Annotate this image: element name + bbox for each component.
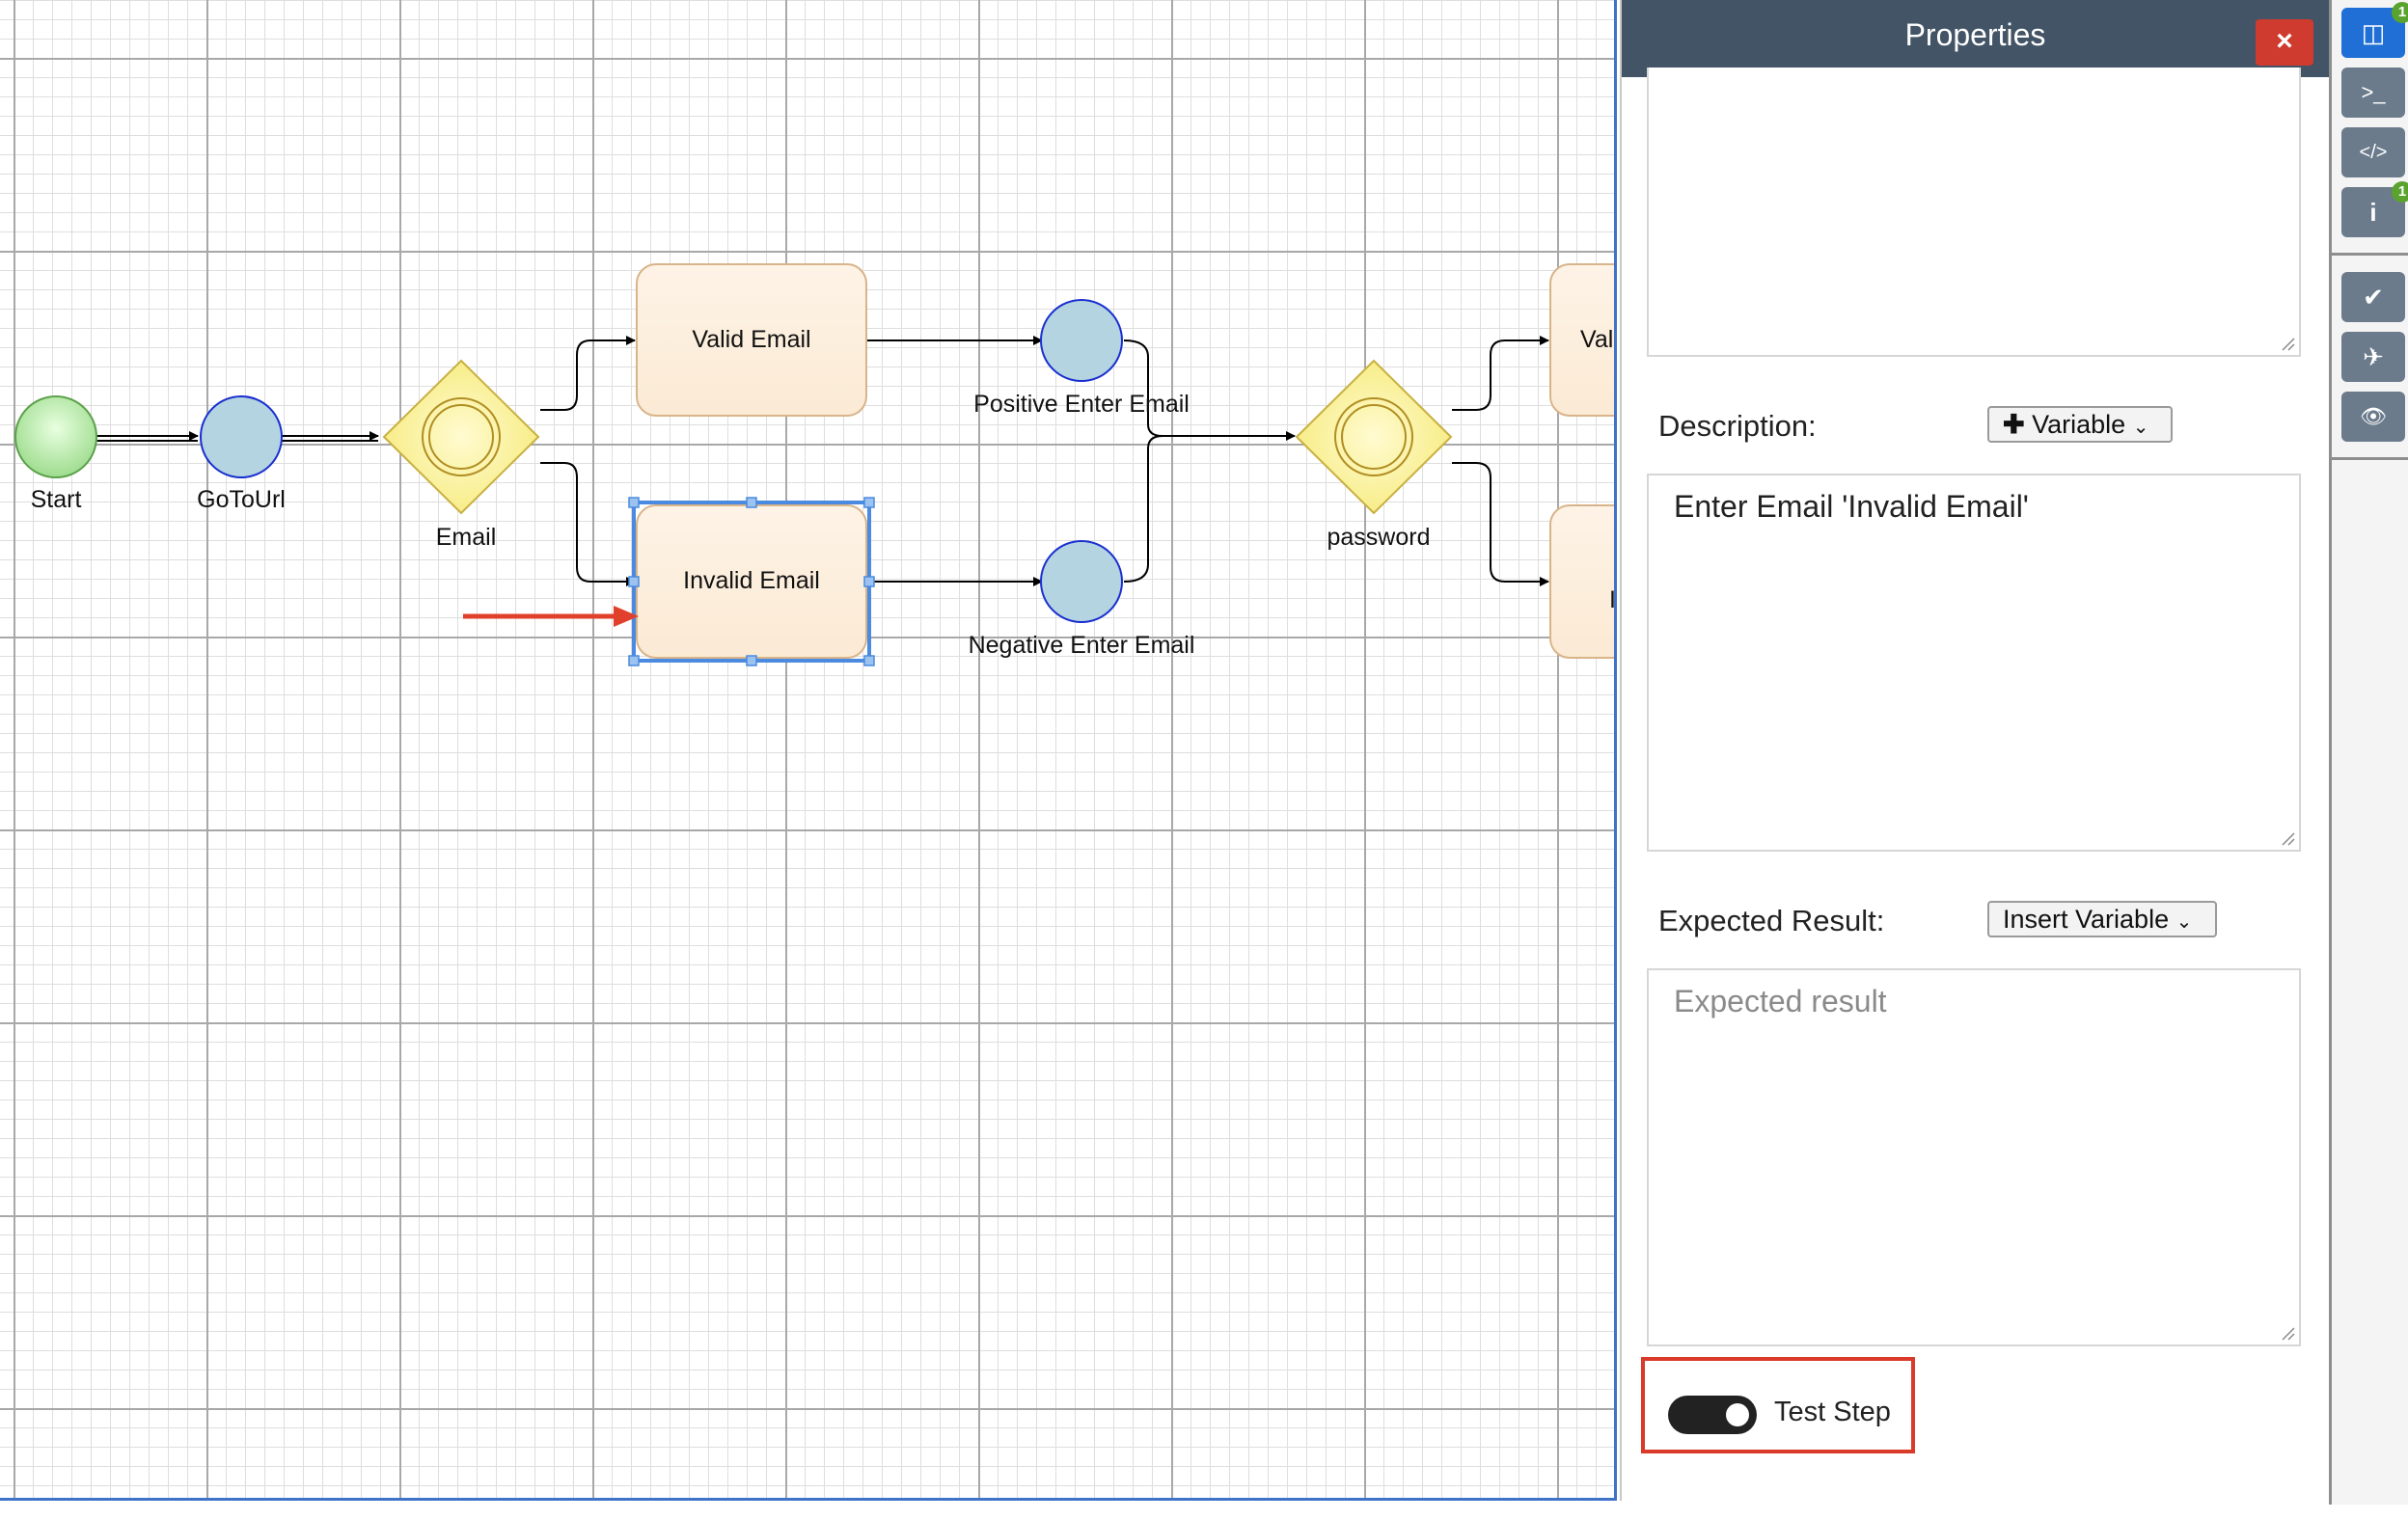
email-gateway[interactable]: Email bbox=[382, 359, 540, 551]
valid-password-label: Val bbox=[1580, 326, 1613, 353]
pointer-arrow bbox=[463, 606, 639, 627]
toolbar-separator bbox=[2332, 253, 2408, 256]
previous-textarea[interactable] bbox=[1647, 68, 2301, 357]
description-label: Description: bbox=[1658, 409, 1817, 443]
columns-icon: ◫ bbox=[2361, 18, 2386, 47]
columns-button[interactable]: ◫ 1 bbox=[2341, 2, 2408, 58]
info-button[interactable]: i 1 bbox=[2341, 181, 2408, 237]
resize-grip-icon[interactable] bbox=[2280, 336, 2295, 351]
valid-email-task[interactable]: Valid Email bbox=[636, 263, 867, 417]
valid-password-task[interactable]: Val bbox=[1549, 263, 1617, 417]
plane-icon: ✈ bbox=[2363, 342, 2384, 371]
start-label: Start bbox=[31, 486, 82, 513]
terminal-icon: >_ bbox=[2361, 80, 2386, 104]
resize-grip-icon[interactable] bbox=[2280, 1325, 2295, 1341]
plane-button[interactable]: ✈ bbox=[2341, 332, 2405, 382]
resize-handles[interactable] bbox=[628, 497, 875, 666]
positive-enter-email-event[interactable]: Positive Enter Email bbox=[973, 299, 1190, 418]
description-textarea[interactable]: Enter Email 'Invalid Email' bbox=[1647, 474, 2301, 852]
properties-panel: Properties × Description: ✚ Variable ⌄ E… bbox=[1620, 0, 2329, 1501]
close-button[interactable]: × bbox=[2256, 19, 2313, 66]
columns-badge: 1 bbox=[2392, 2, 2408, 23]
check-icon: ✔ bbox=[2363, 283, 2384, 312]
expected-variable-dropdown[interactable]: Insert Variable ⌄ bbox=[1987, 901, 2217, 937]
code-icon: </> bbox=[2359, 142, 2388, 163]
password-gateway-label: password bbox=[1327, 524, 1431, 551]
variable-dropdown-label: Variable bbox=[2032, 410, 2126, 439]
plus-icon: ✚ bbox=[2003, 410, 2025, 439]
positive-enter-email-label: Positive Enter Email bbox=[973, 391, 1190, 418]
expected-result-label: Expected Result: bbox=[1658, 904, 1885, 937]
goto-url-label: GoToUrl bbox=[197, 486, 286, 513]
right-toolbar: ◫ 1 >_ </> i 1 ✔ ✈ 👁 bbox=[2329, 0, 2408, 1505]
invalid-password-task[interactable]: I bbox=[1549, 504, 1617, 659]
goto-url-event[interactable]: GoToUrl bbox=[197, 395, 286, 513]
code-button[interactable]: </> bbox=[2341, 127, 2405, 177]
expected-result-placeholder: Expected result bbox=[1674, 984, 1887, 1018]
eye-button[interactable]: 👁 bbox=[2341, 392, 2405, 442]
test-step-toggle[interactable] bbox=[1668, 1396, 1757, 1434]
panel-title: Properties bbox=[1904, 17, 2046, 52]
test-step-label: Test Step bbox=[1774, 1397, 1891, 1427]
terminal-button[interactable]: >_ bbox=[2341, 68, 2405, 118]
insert-variable-label: Insert Variable bbox=[2003, 905, 2170, 934]
chevron-down-icon: ⌄ bbox=[2175, 911, 2193, 933]
info-badge: 1 bbox=[2392, 181, 2408, 203]
toolbar-separator bbox=[2332, 457, 2408, 460]
negative-enter-email-label: Negative Enter Email bbox=[969, 632, 1195, 659]
invalid-email-label: Invalid Email bbox=[683, 567, 820, 594]
test-step-highlight: Test Step bbox=[1641, 1357, 1915, 1453]
invalid-password-label: I bbox=[1609, 586, 1616, 613]
diagram-canvas[interactable]: Start GoToUrl Email Valid Email bbox=[0, 0, 1617, 1501]
workflow-diagram[interactable]: Start GoToUrl Email Valid Email bbox=[0, 0, 1617, 1501]
eye-icon: 👁 bbox=[2360, 404, 2387, 428]
password-gateway[interactable]: password bbox=[1295, 359, 1453, 551]
properties-header: Properties × bbox=[1622, 0, 2329, 77]
start-event[interactable]: Start bbox=[14, 395, 97, 513]
description-text: Enter Email 'Invalid Email' bbox=[1674, 489, 2029, 524]
resize-grip-icon[interactable] bbox=[2280, 830, 2295, 846]
info-icon: i bbox=[2369, 198, 2377, 227]
expected-result-textarea[interactable]: Expected result bbox=[1647, 968, 2301, 1346]
invalid-email-task[interactable]: Invalid Email bbox=[628, 497, 875, 666]
chevron-down-icon: ⌄ bbox=[2132, 417, 2149, 438]
email-gateway-label: Email bbox=[436, 524, 497, 551]
toggle-knob bbox=[1726, 1403, 1749, 1426]
close-icon: × bbox=[2276, 25, 2293, 57]
valid-email-label: Valid Email bbox=[692, 326, 810, 353]
connectors bbox=[96, 336, 1549, 586]
check-button[interactable]: ✔ bbox=[2341, 272, 2405, 322]
negative-enter-email-event[interactable]: Negative Enter Email bbox=[969, 540, 1195, 659]
description-variable-dropdown[interactable]: ✚ Variable ⌄ bbox=[1987, 406, 2173, 443]
